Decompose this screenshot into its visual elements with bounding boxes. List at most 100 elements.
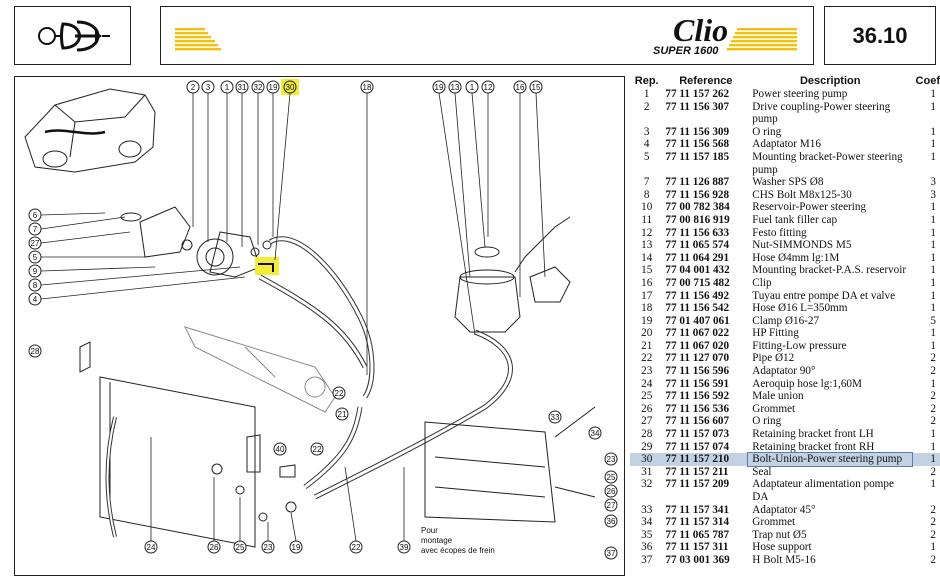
- callout-22: 22: [349, 540, 363, 554]
- part-coef: 1: [930, 264, 936, 277]
- callout-24: 24: [144, 540, 158, 554]
- svg-text:39: 39: [400, 543, 409, 552]
- part-description: Adaptateur alimentation pompe DA: [752, 478, 894, 503]
- part-description: Bolt-Union-Power steering pump: [747, 452, 914, 467]
- svg-text:26: 26: [607, 487, 616, 496]
- svg-text:36: 36: [607, 517, 616, 526]
- part-description: Mounting bracket-P.A.S. reservoir: [752, 264, 907, 277]
- part-reference: 77 11 157 073: [665, 428, 730, 441]
- callout-18: 18: [360, 80, 374, 94]
- part-reference: 77 11 156 592: [665, 390, 730, 403]
- part-rep: 19: [641, 314, 653, 327]
- part-reference: 77 11 156 307: [665, 100, 730, 113]
- steering-rack: [184, 326, 336, 413]
- callout-8: 8: [28, 278, 42, 292]
- svg-text:26: 26: [210, 543, 219, 552]
- part-rep: 28: [641, 428, 653, 441]
- part-description: H Bolt M5-16: [752, 553, 816, 566]
- callout-28: 28: [28, 344, 42, 358]
- part-description: Grommet: [752, 402, 796, 415]
- header-rep: Rep.: [634, 75, 659, 87]
- svg-text:30: 30: [286, 83, 295, 92]
- part-coef: 5: [930, 314, 936, 327]
- callout-34: 34: [588, 426, 602, 440]
- part-coef: 3: [930, 176, 936, 189]
- svg-text:28: 28: [31, 347, 40, 356]
- part-reference: 77 11 126 887: [665, 176, 730, 189]
- part-reference: 77 11 156 309: [665, 125, 730, 138]
- part-reference: 77 11 157 074: [665, 440, 730, 453]
- part-rep: 8: [643, 188, 650, 201]
- part-description: Fitting-Low pressure: [752, 339, 847, 352]
- callout-9: 9: [28, 264, 42, 278]
- svg-text:27: 27: [607, 501, 616, 510]
- svg-text:21: 21: [338, 410, 347, 419]
- part-reference: 77 11 156 928: [665, 188, 730, 201]
- callout-21: 21: [335, 407, 349, 421]
- part-coef: 1: [930, 339, 936, 352]
- exploded-diagram: 2 3 1 31 32 19 30 18 19 13 1 12 16 15 6 …: [14, 76, 625, 576]
- part-coef: 2: [930, 503, 936, 516]
- part-reference: 77 11 156 596: [665, 365, 730, 378]
- callout-15: 15: [529, 80, 543, 94]
- power-steering-diagram: 2 3 1 31 32 19 30 18 19 13 1 12 16 15 6 …: [24, 79, 618, 560]
- part-reference: 77 11 065 574: [665, 239, 730, 252]
- part-rep: 27: [641, 415, 653, 428]
- part-coef: 1: [912, 453, 940, 466]
- part-description: Seal: [752, 465, 772, 478]
- svg-text:3: 3: [206, 83, 211, 92]
- svg-text:19: 19: [269, 83, 278, 92]
- model-name: Clio: [673, 12, 728, 48]
- callout-22c: 22: [332, 386, 346, 400]
- part-coef: 1: [930, 100, 936, 113]
- part-rep: 26: [641, 402, 653, 415]
- callout-19c: 19: [289, 540, 303, 554]
- part-coef: 1: [930, 88, 936, 100]
- callout-19: 19: [266, 80, 280, 94]
- part-description: Male union: [752, 390, 804, 403]
- part-coef: 2: [930, 528, 936, 541]
- svg-text:2: 2: [191, 83, 196, 92]
- callout-37: 37: [604, 546, 618, 560]
- part-rep: 3: [643, 125, 650, 138]
- svg-text:7: 7: [33, 225, 38, 234]
- callout-12: 12: [481, 80, 495, 94]
